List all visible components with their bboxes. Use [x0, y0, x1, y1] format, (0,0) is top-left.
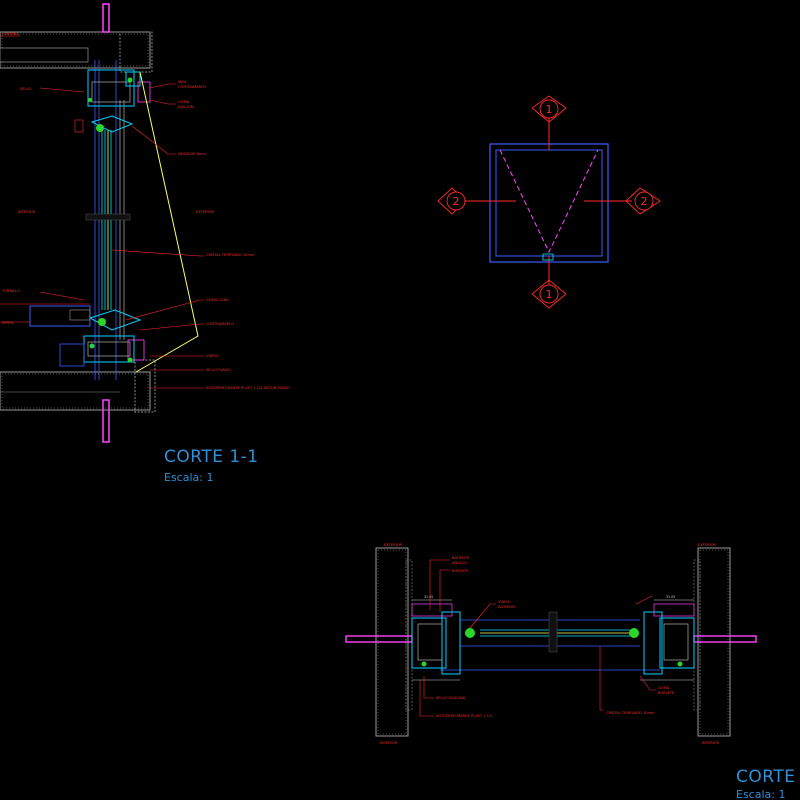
callout-2: CONTRAMARCO	[178, 85, 206, 89]
dimension-left: 31.05	[424, 595, 433, 599]
key-plan: 1 1 2 2	[437, 95, 661, 309]
callout-left-4: PERFIL	[2, 321, 14, 325]
leaders-left	[0, 35, 85, 323]
callout-1: SIKA	[178, 80, 187, 84]
sightline	[135, 71, 199, 373]
callout-left-1: VENTANA	[2, 32, 19, 36]
side-label-exterior: EXTERIOR	[196, 210, 215, 214]
callout-8: CONTRAMARCO	[206, 322, 234, 326]
callout-left-2: SELLO	[20, 87, 31, 91]
svg-text:1: 1	[546, 103, 553, 116]
s2-callout-5: ALUMINIO	[498, 605, 516, 609]
left-jamb-profile	[411, 603, 475, 675]
svg-text:2: 2	[641, 195, 648, 208]
callout-11: AUTOPERFORANTE PLAST 1 1/2 SEGUN PLANO	[206, 386, 290, 390]
s2-callout-6: SELLO SILICONA	[436, 696, 466, 700]
right-jamb-profile	[629, 603, 695, 675]
svg-text:1: 1	[546, 288, 553, 301]
s2-label-exterior-left: EXTERIOR	[384, 543, 403, 547]
slab-top	[0, 31, 153, 73]
section-mark-top: 1	[531, 95, 567, 123]
s2-callout-2: ANGULO	[452, 561, 467, 565]
dimension-right: 31.05	[666, 595, 675, 599]
callout-7: GOMA CUÑA	[206, 297, 229, 302]
callout-left-3: TORNILLO	[1, 289, 20, 293]
s2-label-interior-left: INTERIOR	[380, 741, 398, 745]
leaders-s2	[419, 559, 656, 717]
s2-callout-7: AUTOPERFORANTE PLAST 1 1/2	[436, 714, 493, 718]
s2-label-interior-right: INTERIOR	[702, 741, 720, 745]
section-2: 31.05 31.05 BATIENTE ANGULO BURLETE VIDR…	[345, 543, 800, 800]
svg-text:2: 2	[453, 195, 460, 208]
s2-label-exterior-right: EXTERIOR	[698, 543, 717, 547]
slab-bottom	[0, 359, 156, 413]
callout-5: DESAGUE 8mm	[178, 152, 206, 156]
caption-corte-2: CORTE 2	[736, 767, 800, 787]
callout-10: SELLO FIJADO	[206, 368, 231, 372]
s2-callout-10: BURLETE	[658, 691, 675, 695]
scale-corte-2: Escala: 1	[736, 788, 785, 800]
section-mark-left: 2	[437, 187, 467, 215]
break-line-h	[548, 611, 558, 653]
s2-callout-9: GOMA	[658, 686, 670, 690]
section-mark-bottom: 1	[531, 279, 567, 309]
caption-corte-1: CORTE 1-1	[164, 447, 259, 467]
callout-3: GOMA	[178, 100, 190, 104]
s2-callout-8: CRISTAL TEMPLADO 10mm	[606, 711, 655, 715]
s2-callout-4: VIDRIO	[498, 600, 511, 604]
scale-corte-1: Escala: 1	[164, 471, 213, 484]
anchor-bolt-top	[102, 3, 110, 33]
bottom-frame-profile	[0, 303, 145, 367]
callout-6: CRISTAL TEMPLADO 10mm	[206, 253, 255, 257]
section-mark-right: 2	[625, 187, 661, 215]
callout-9: VIDRIO	[206, 354, 219, 358]
callout-4: FIJACION	[178, 105, 194, 109]
break-line	[85, 213, 131, 221]
anchor-bolt-bottom	[102, 399, 110, 443]
s2-callout-3: BURLETE	[452, 569, 469, 573]
side-label-interior: INTERIOR	[18, 210, 36, 214]
leaders-right	[111, 83, 204, 389]
section-1-1: SIKA CONTRAMARCO GOMA FIJACION DESAGUE 8…	[0, 3, 290, 484]
s2-callout-1: BATIENTE	[452, 556, 470, 560]
top-frame-profile	[74, 69, 151, 133]
